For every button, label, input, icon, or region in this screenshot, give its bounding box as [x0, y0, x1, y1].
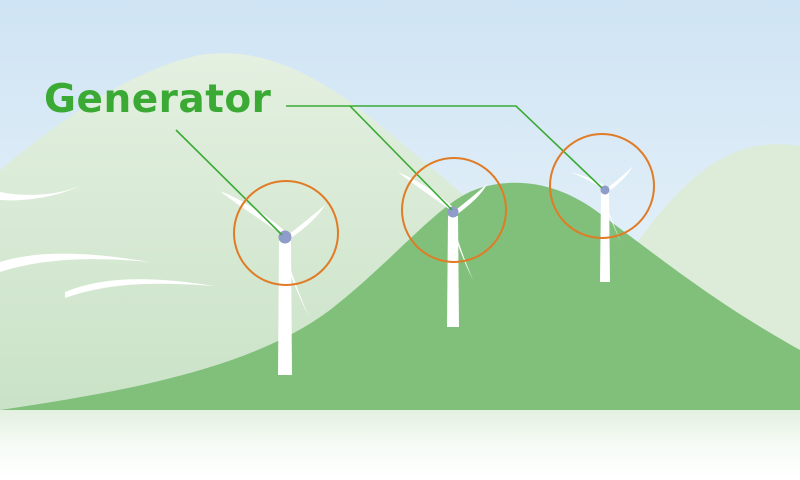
- generator-label: Generator: [44, 80, 271, 119]
- ground: [0, 410, 800, 480]
